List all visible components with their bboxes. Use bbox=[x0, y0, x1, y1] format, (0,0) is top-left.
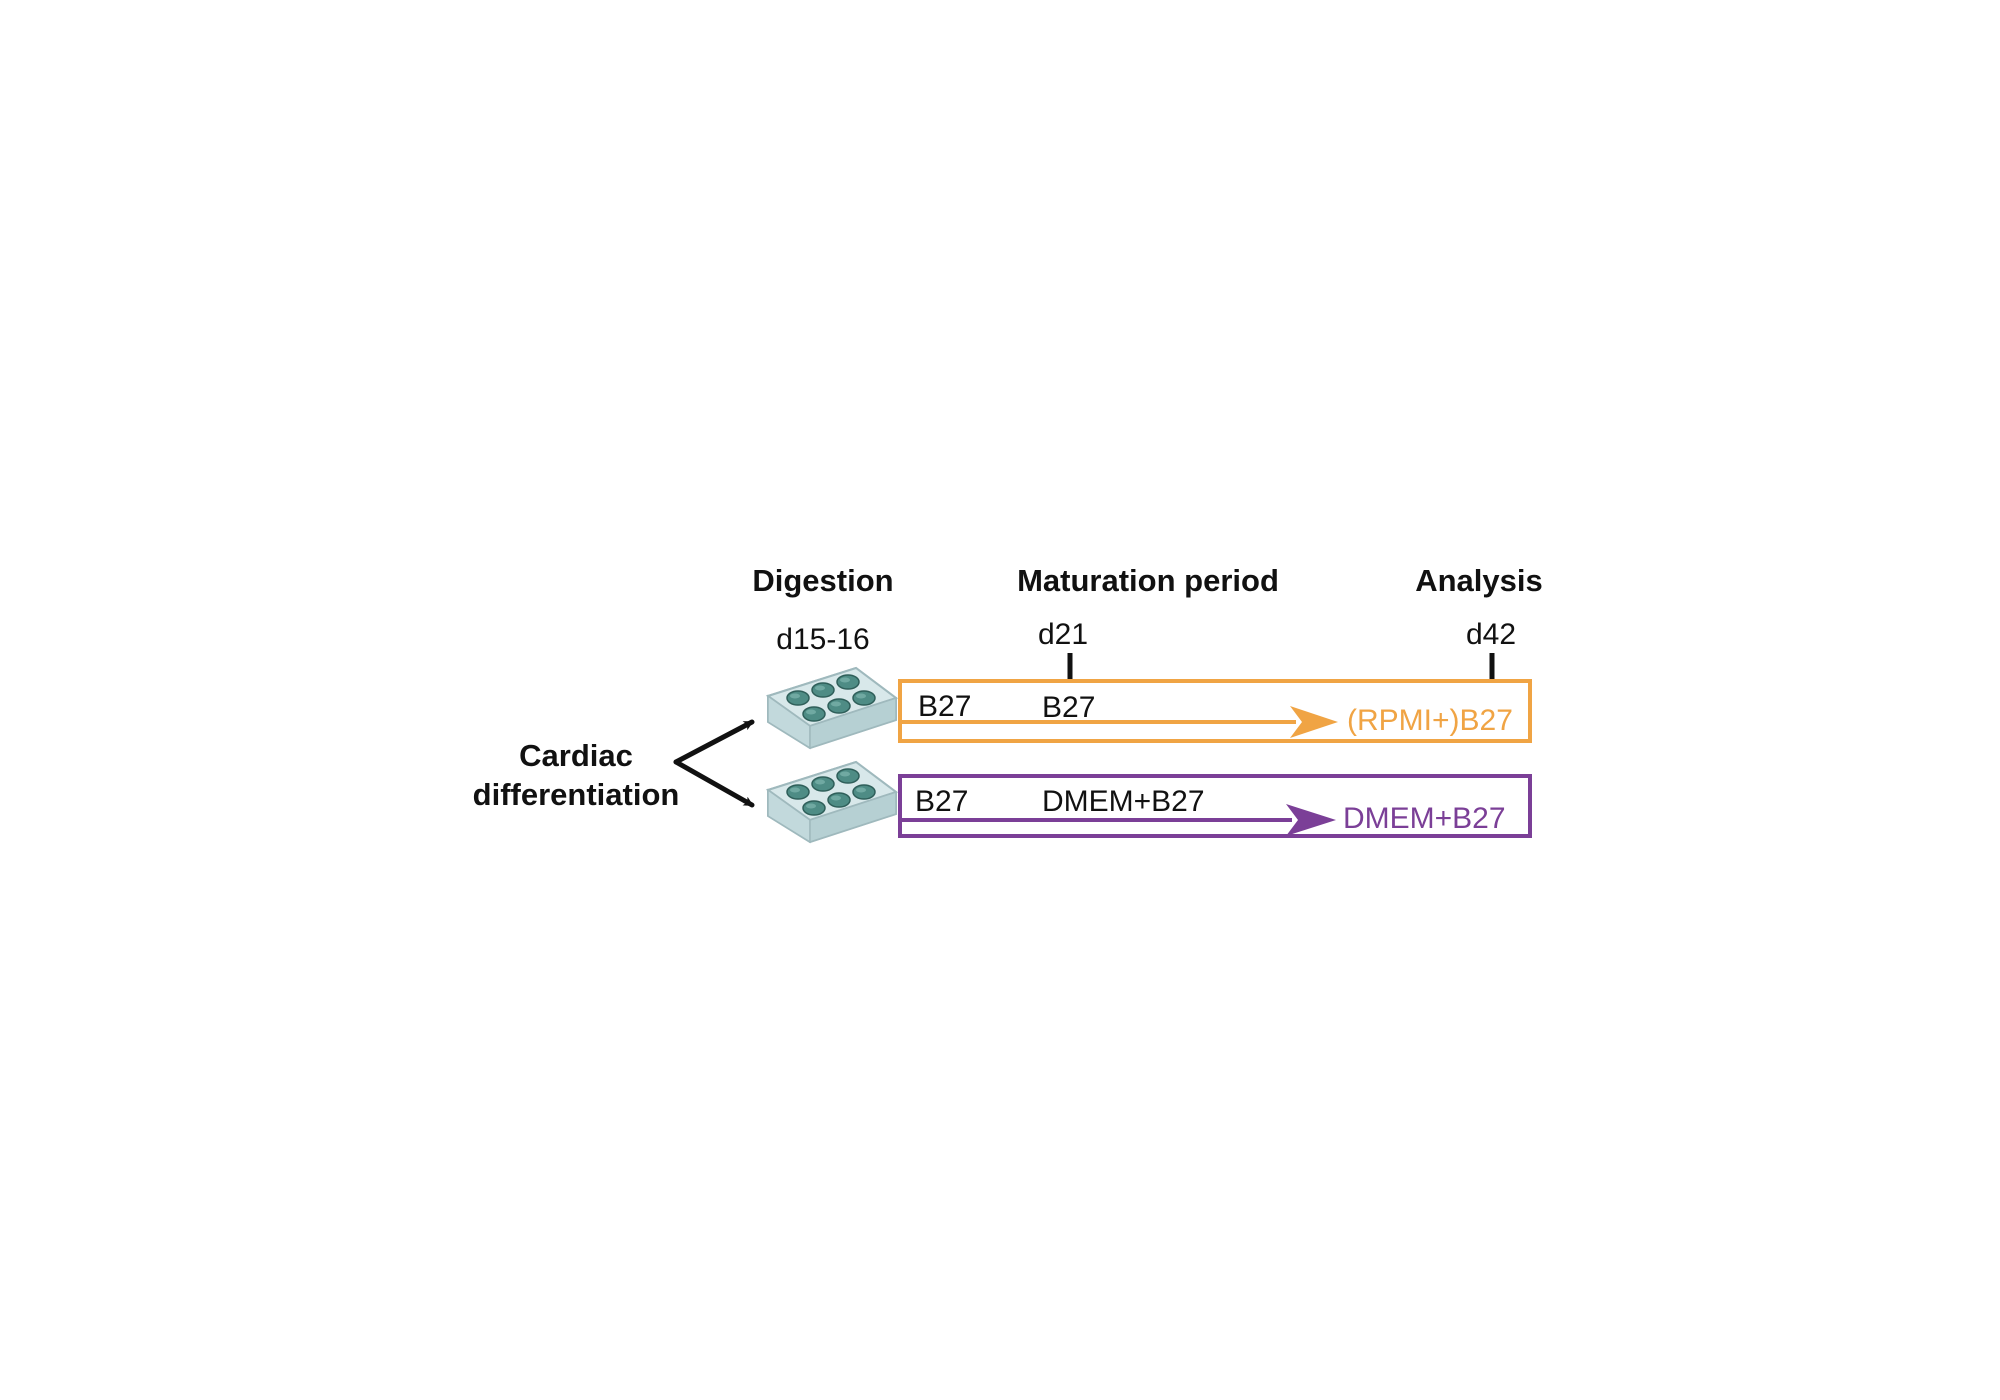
branch-arrow-down bbox=[673, 759, 755, 808]
protocol1-arrowhead bbox=[1290, 706, 1338, 738]
protocol1-mid-medium: B27 bbox=[1042, 691, 1095, 724]
day42-label: d42 bbox=[1466, 618, 1516, 651]
digestion-header: Digestion bbox=[752, 563, 893, 598]
six-well-plate-icon bbox=[767, 667, 897, 749]
analysis-header: Analysis bbox=[1415, 563, 1543, 598]
maturation-header: Maturation period bbox=[1017, 563, 1279, 598]
day21-label: d21 bbox=[1038, 618, 1088, 651]
digestion-day-label: d15-16 bbox=[776, 623, 869, 656]
six-well-plate-icon bbox=[767, 761, 897, 843]
cardiac-label: Cardiac bbox=[519, 738, 633, 773]
protocol-box-rpmi bbox=[898, 679, 1532, 743]
protocol2-mid-medium: DMEM+B27 bbox=[1042, 785, 1205, 818]
protocol1-start-medium: B27 bbox=[918, 690, 971, 723]
protocol-box-dmem bbox=[898, 774, 1532, 838]
protocol2-start-medium: B27 bbox=[915, 785, 968, 818]
branch-arrow-up bbox=[673, 719, 755, 765]
differentiation-label: differentiation bbox=[473, 777, 680, 812]
protocol2-arrowhead bbox=[1286, 804, 1336, 836]
protocol2-end-medium: DMEM+B27 bbox=[1343, 802, 1506, 835]
protocol1-end-medium: (RPMI+)B27 bbox=[1347, 704, 1513, 737]
